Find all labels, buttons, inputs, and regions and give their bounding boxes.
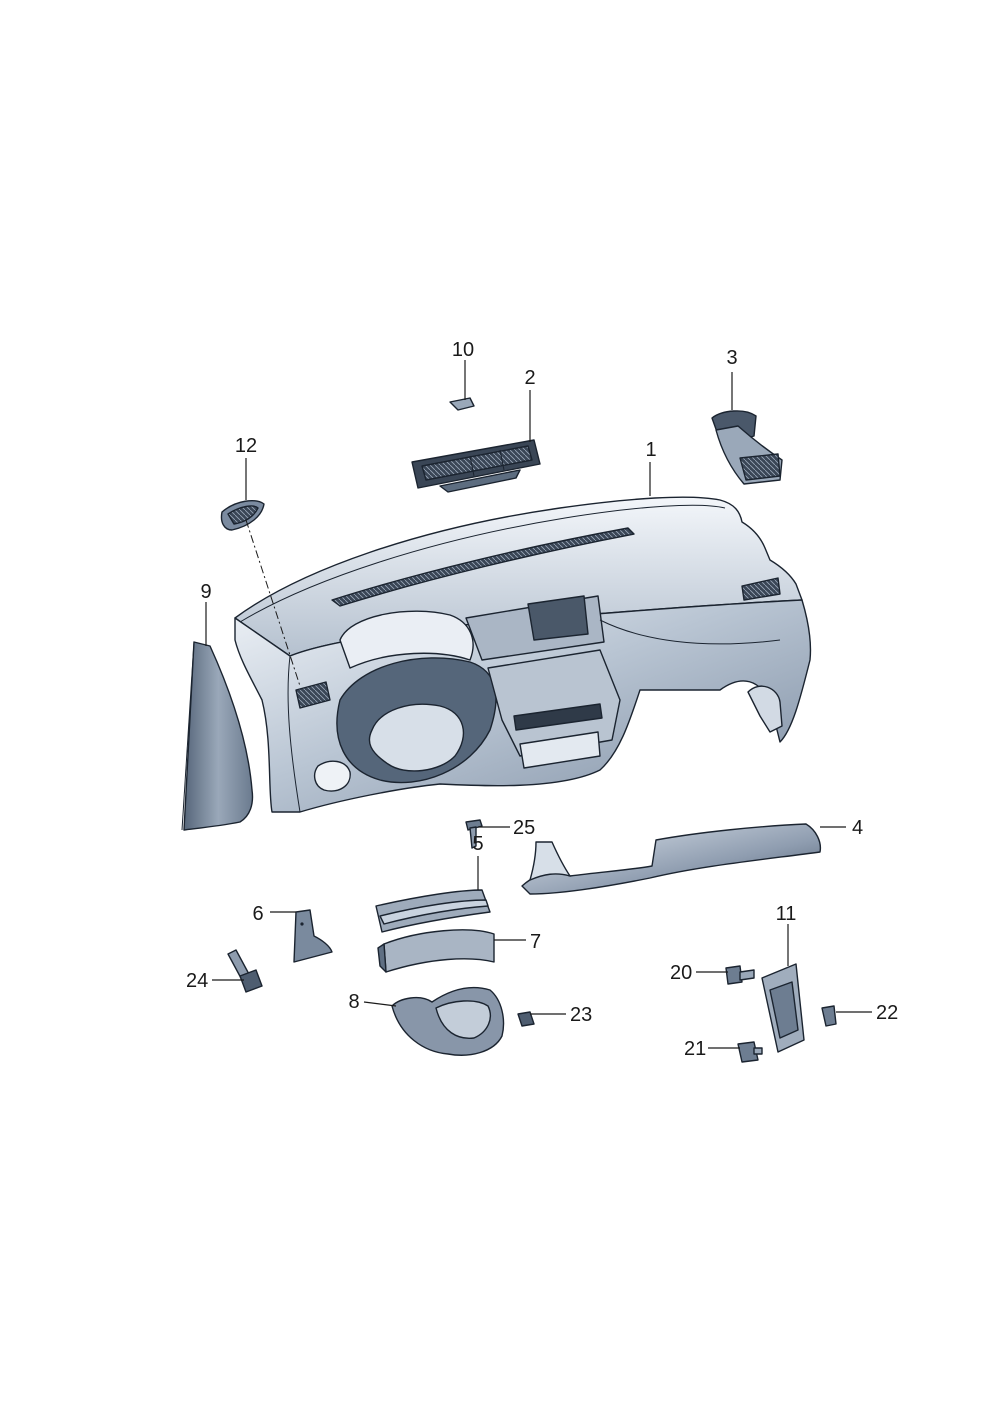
callout-22: 22 (876, 1002, 898, 1024)
callout-3: 3 (726, 347, 737, 369)
callout-23: 23 (570, 1004, 592, 1026)
bracket-part (761, 963, 805, 1053)
clip-part (449, 397, 475, 411)
side-panel-part (181, 641, 254, 831)
bolt-20 (725, 965, 755, 985)
callout-12: 12 (235, 435, 257, 457)
leader-8 (363, 1001, 397, 1007)
nut-23 (517, 1011, 535, 1027)
center-vent-part (411, 439, 541, 493)
callout-11: 11 (776, 903, 797, 925)
column-trim-upper-part (375, 889, 491, 933)
callout-6: 6 (252, 903, 263, 925)
callout-9: 9 (200, 581, 211, 603)
small-vent-part (220, 500, 265, 531)
callout-5: 5 (472, 833, 483, 855)
callout-labels: 1 2 3 4 5 6 7 8 9 10 11 12 20 21 22 23 2… (186, 339, 898, 1060)
column-shroud-lower-part (391, 986, 505, 1056)
leader-12-dashed (245, 519, 301, 687)
leader-lines (205, 360, 872, 1049)
callout-2: 2 (524, 367, 535, 389)
screw-25 (465, 819, 483, 849)
callout-21: 21 (684, 1038, 706, 1060)
trim-strip-part (521, 823, 822, 895)
callout-4: 4 (852, 817, 863, 839)
callout-7: 7 (530, 931, 541, 953)
callout-1: 1 (645, 439, 656, 461)
callout-10: 10 (452, 339, 474, 361)
bolt-24 (227, 949, 263, 993)
small-trim-part (293, 909, 333, 963)
right-vent-part (711, 410, 783, 485)
callout-20: 20 (670, 962, 692, 984)
column-shroud-part (377, 929, 495, 973)
callout-8: 8 (348, 991, 359, 1013)
callout-24: 24 (186, 970, 208, 992)
dashboard-part (234, 496, 812, 813)
clip-22 (821, 1005, 837, 1027)
bolt-21 (737, 1041, 763, 1063)
callout-25: 25 (513, 817, 535, 839)
